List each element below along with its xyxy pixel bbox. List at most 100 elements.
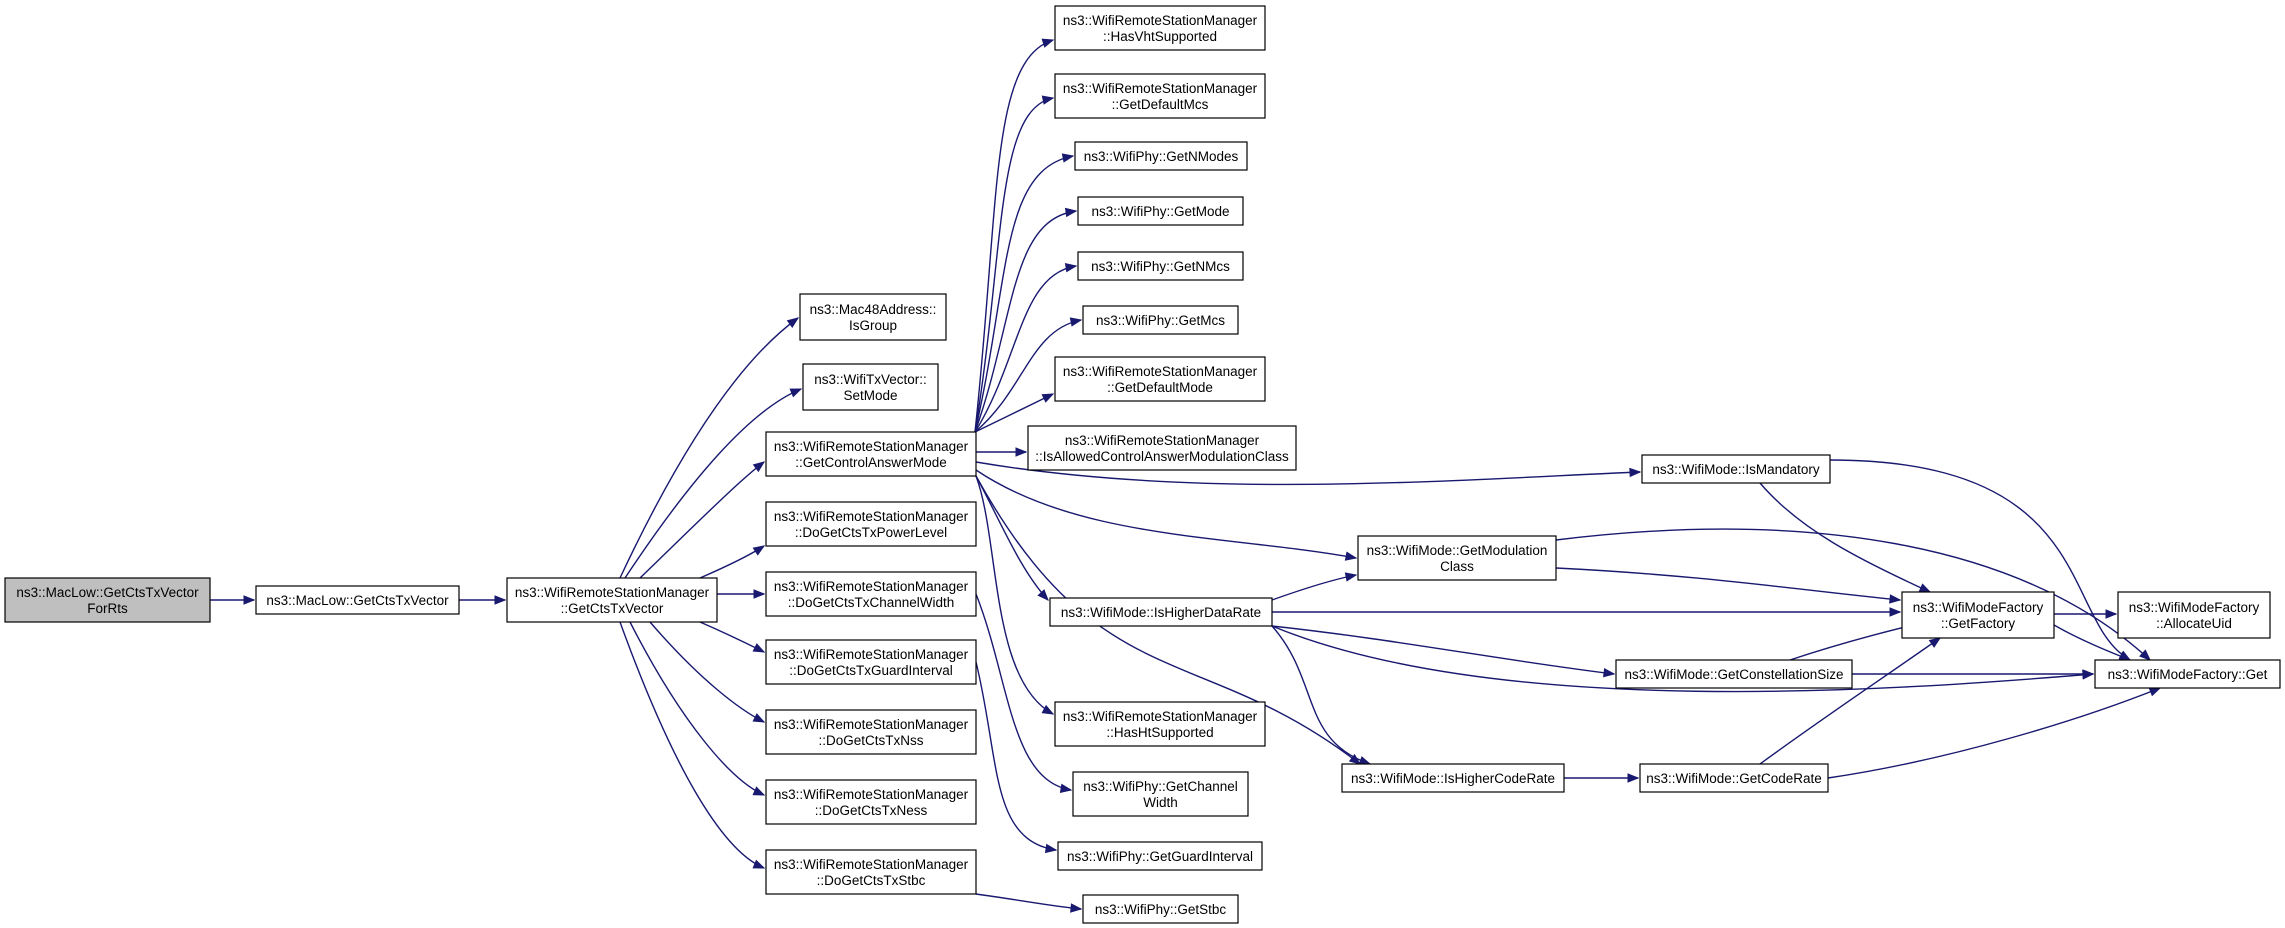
node-n4[interactable]: ns3::WifiTxVector::SetMode (802, 363, 939, 411)
node-n21[interactable]: ns3::WifiRemoteStationManager::HasHtSupp… (1054, 701, 1266, 747)
node-n27[interactable]: ns3::WifiMode::IsHigherCodeRate (1341, 763, 1565, 793)
edge-arrowhead (1344, 572, 1358, 582)
node-n13[interactable]: ns3::WifiRemoteStationManager::GetDefaul… (1054, 73, 1266, 119)
node-label: ns3::WifiMode::IsHigherDataRate (1061, 605, 1261, 620)
node-label: ns3::WifiMode::IsMandatory (1652, 462, 1820, 477)
edge-arrowhead (1627, 773, 1640, 783)
node-box (2094, 659, 2281, 689)
edge-line (1271, 625, 1615, 675)
node-n5[interactable]: ns3::WifiRemoteStationManager::GetContro… (765, 431, 977, 477)
edge-line (1759, 637, 1941, 765)
node-n3[interactable]: ns3::Mac48Address::IsGroup (799, 293, 947, 341)
edge-n5-n14 (974, 153, 1075, 433)
node-n2[interactable]: ns3::WifiRemoteStationManager::GetCtsTxV… (506, 577, 718, 623)
edge-line (649, 621, 765, 723)
edge-line (1271, 625, 2094, 693)
node-label: ns3::WifiRemoteStationManager (1063, 13, 1258, 28)
edge-arrowhead (1070, 903, 1083, 913)
node-box (2117, 591, 2271, 639)
node-n8[interactable]: ns3::WifiRemoteStationManager::DoGetCtsT… (765, 639, 977, 685)
edge-arrowhead (1889, 594, 1902, 604)
edge-arrowhead (1629, 467, 1642, 478)
node-n19[interactable]: ns3::WifiRemoteStationManager::IsAllowed… (1027, 425, 1297, 471)
node-n17[interactable]: ns3::WifiPhy::GetMcs (1082, 305, 1239, 335)
node-n31[interactable]: ns3::WifiModeFactory::AllocateUid (2117, 591, 2271, 639)
edge-arrowhead (2105, 609, 2118, 619)
node-n29[interactable]: ns3::WifiMode::GetConstellationSize (1615, 659, 1853, 689)
node-n18[interactable]: ns3::WifiRemoteStationManager::GetDefaul… (1054, 356, 1266, 402)
node-label: ns3::WifiModeFactory (1913, 600, 2044, 615)
node-box (799, 293, 947, 341)
edge-n20-n29 (1271, 625, 1616, 678)
edge-arrowhead (752, 859, 766, 869)
edge-line (619, 621, 765, 869)
node-n24[interactable]: ns3::WifiPhy::GetStbc (1082, 894, 1239, 924)
node-box (1341, 763, 1565, 793)
edge-line (619, 317, 799, 579)
node-label: ::GetCtsTxVector (561, 601, 664, 616)
node-label: Width (1143, 795, 1178, 810)
node-n6[interactable]: ns3::WifiRemoteStationManager::DoGetCtsT… (765, 501, 977, 547)
node-n11[interactable]: ns3::WifiRemoteStationManager::DoGetCtsT… (765, 849, 977, 895)
node-n25[interactable]: ns3::WifiMode::IsMandatory (1641, 454, 1831, 484)
node-box (1054, 5, 1266, 51)
node-n30[interactable]: ns3::WifiMode::GetCodeRate (1639, 763, 1829, 793)
node-n12[interactable]: ns3::WifiRemoteStationManager::HasVhtSup… (1054, 5, 1266, 51)
node-box (765, 571, 977, 617)
node-n14[interactable]: ns3::WifiPhy::GetNModes (1074, 141, 1248, 171)
node-n9[interactable]: ns3::WifiRemoteStationManager::DoGetCtsT… (765, 709, 977, 755)
edge-arrowhead (753, 589, 766, 599)
node-label: ::DoGetCtsTxStbc (817, 873, 926, 888)
node-label: ns3::WifiMode::GetConstellationSize (1624, 667, 1843, 682)
node-box (1054, 356, 1266, 402)
edges-layer (209, 38, 2162, 913)
node-n7[interactable]: ns3::WifiRemoteStationManager::DoGetCtsT… (765, 571, 977, 617)
edge-n2-n3 (619, 317, 800, 579)
edge-arrowhead (1061, 153, 1075, 163)
node-label: ::IsAllowedControlAnswerModulationClass (1035, 449, 1289, 464)
edge-n5-n21 (975, 475, 1055, 715)
edge-line (699, 545, 765, 579)
edge-line (1827, 687, 2161, 779)
edge-n7-n22 (975, 593, 1073, 793)
node-box (1082, 305, 1239, 335)
node-label: ns3::WifiPhy::GetStbc (1095, 902, 1227, 917)
node-box (1639, 763, 1829, 793)
node-n10[interactable]: ns3::WifiRemoteStationManager::DoGetCtsT… (765, 779, 977, 825)
node-n16[interactable]: ns3::WifiPhy::GetNMcs (1077, 251, 1244, 281)
edge-n2-n5 (639, 461, 766, 579)
edge-line (699, 621, 765, 653)
node-n32[interactable]: ns3::WifiModeFactory::Get (2094, 659, 2281, 689)
edge-arrowhead (2148, 687, 2162, 697)
node-n23[interactable]: ns3::WifiPhy::GetGuardInterval (1057, 841, 1263, 871)
node-box (765, 849, 977, 895)
edge-line (974, 265, 1077, 433)
node-label: ::GetControlAnswerMode (795, 455, 947, 470)
edge-line (1555, 567, 1901, 601)
edge-n5-n12 (974, 38, 1055, 433)
edge-line (975, 661, 1057, 851)
edge-arrowhead (1059, 783, 1073, 793)
edge-line (975, 469, 1357, 559)
edge-line (629, 621, 765, 796)
node-box (506, 577, 718, 623)
edge-n20-n26 (1271, 572, 1358, 601)
node-label: ::DoGetCtsTxGuardInterval (789, 663, 953, 678)
node-box (1901, 591, 2055, 639)
edge-n0-n1 (209, 595, 256, 605)
edge-arrowhead (1069, 317, 1083, 327)
edge-n30-n28 (1759, 637, 1942, 765)
edge-n27-n30 (1564, 773, 1640, 783)
node-n28[interactable]: ns3::WifiModeFactory::GetFactory (1901, 591, 2055, 639)
node-n1[interactable]: ns3::MacLow::GetCtsTxVector (255, 585, 460, 615)
node-n20[interactable]: ns3::WifiMode::IsHigherDataRate (1049, 597, 1273, 627)
node-box (255, 585, 460, 615)
node-label: ns3::WifiRemoteStationManager (774, 717, 969, 732)
node-label: ns3::WifiPhy::GetChannel (1083, 779, 1238, 794)
edge-n2-n7 (717, 589, 766, 599)
edge-n5-n16 (974, 262, 1078, 433)
node-box (1027, 425, 1297, 471)
node-n15[interactable]: ns3::WifiPhy::GetMode (1077, 196, 1244, 226)
